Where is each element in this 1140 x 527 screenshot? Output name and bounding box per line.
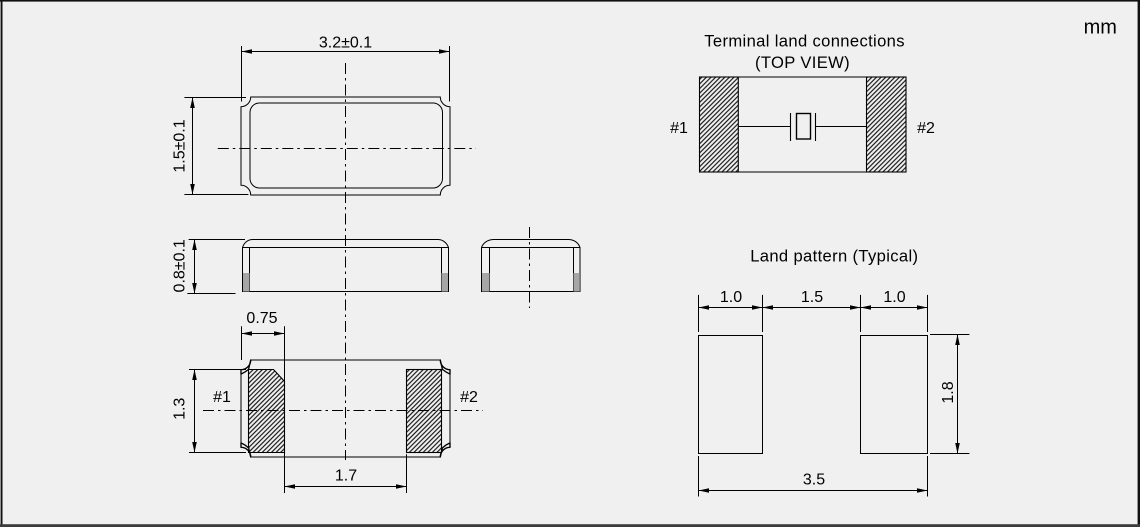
svg-text:0.75: 0.75 <box>246 310 277 327</box>
svg-text:mm: mm <box>1084 17 1117 39</box>
svg-text:3.5: 3.5 <box>803 472 825 489</box>
svg-text:0.8±0.1: 0.8±0.1 <box>171 239 188 292</box>
svg-text:#1: #1 <box>670 120 688 137</box>
svg-text:#2: #2 <box>917 120 935 137</box>
svg-text:1.0: 1.0 <box>720 289 742 306</box>
svg-text:#2: #2 <box>460 389 478 406</box>
svg-text:1.5±0.1: 1.5±0.1 <box>171 119 188 172</box>
svg-text:1.7: 1.7 <box>335 467 357 484</box>
svg-text:(TOP VIEW): (TOP VIEW) <box>755 53 850 72</box>
svg-text:1.3: 1.3 <box>171 398 188 420</box>
svg-text:Terminal land connections: Terminal land connections <box>704 31 905 50</box>
svg-text:1.0: 1.0 <box>883 289 905 306</box>
svg-text:3.2±0.1: 3.2±0.1 <box>319 35 372 52</box>
svg-text:1.8: 1.8 <box>940 381 957 403</box>
svg-text:1.5: 1.5 <box>801 289 823 306</box>
svg-text:#1: #1 <box>213 389 231 406</box>
svg-text:Land pattern (Typical): Land pattern (Typical) <box>750 247 918 266</box>
